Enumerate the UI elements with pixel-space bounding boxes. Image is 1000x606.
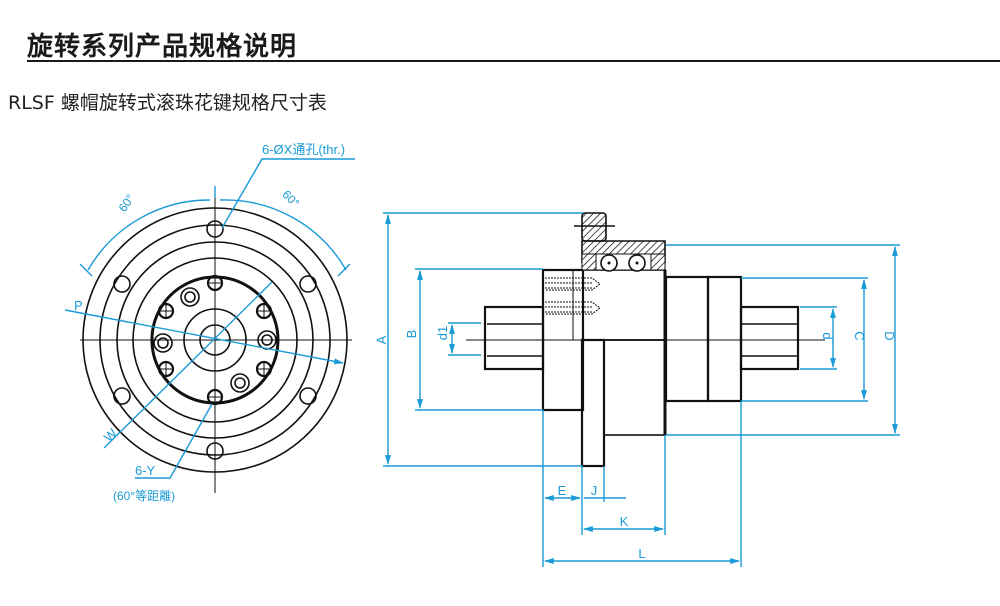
- right-ring-2: [706, 275, 743, 403]
- dimension-d1-label: d1: [435, 326, 450, 340]
- hole-y-label: 6-Y: [135, 463, 156, 478]
- dimension-k-label: K: [620, 514, 629, 529]
- angle-label-right: 60°: [279, 187, 302, 210]
- dimension-w-line: [103, 281, 273, 449]
- screw-head: [153, 333, 173, 353]
- angle-arc-right: [219, 199, 347, 271]
- angle-tick-right: [337, 263, 351, 277]
- left-shaft: [483, 305, 545, 371]
- hole-x: [299, 275, 317, 293]
- screw-head: [230, 373, 250, 393]
- hole-y-note: (60°等距離): [113, 489, 175, 503]
- angle-tick-left: [79, 263, 93, 277]
- dimension-p-line: [64, 309, 344, 365]
- screw-socket: [234, 377, 246, 389]
- hole-x: [113, 387, 131, 405]
- angle-arc-left: [87, 199, 211, 271]
- dimension-c-label: C: [852, 331, 867, 340]
- screw-socket: [157, 337, 169, 349]
- flange: [580, 338, 606, 468]
- dimension-e-label: E: [558, 483, 567, 498]
- title-divider: [27, 60, 1000, 62]
- right-ring-1: [664, 275, 710, 403]
- hole-x-label: 6-ØX通孔(thr.): [262, 142, 345, 157]
- bearing-section: [574, 212, 666, 272]
- dimension-d-outer-label: D: [882, 331, 897, 340]
- page-title: 旋转系列产品规格说明: [27, 32, 298, 62]
- bearing-collar: [581, 212, 607, 242]
- dimension-p-label: P: [74, 298, 83, 313]
- hole-x: [206, 442, 224, 460]
- front-view: 60° 60° 6-ØX通孔(thr.) P W 6-Y (60°等距離): [64, 142, 355, 503]
- hole-x: [113, 275, 131, 293]
- hole-x: [206, 220, 224, 238]
- dimension-d-label: d: [820, 332, 835, 339]
- section-subtitle: RLSF 螺帽旋转式滚珠花键规格尺寸表: [8, 92, 327, 114]
- side-view: A B d1 d C D E J: [374, 212, 900, 567]
- threaded-holes: [545, 277, 601, 315]
- screw-head: [180, 287, 200, 307]
- dimension-b-label: B: [404, 330, 419, 339]
- lower-housing: [603, 339, 666, 436]
- dimension-j-label: J: [591, 483, 598, 498]
- inner-holes: [157, 274, 273, 406]
- screw-socket: [184, 291, 196, 303]
- dimension-a-label: A: [374, 335, 389, 344]
- hole-x-leader: [221, 158, 355, 229]
- hole-x: [299, 387, 317, 405]
- outer-holes: [113, 220, 317, 460]
- hole-y-leader: [135, 403, 213, 479]
- angle-label-left: 60°: [116, 191, 138, 214]
- dimension-l-label: L: [638, 546, 645, 561]
- right-shaft: [739, 305, 800, 371]
- hole-crosshairs: [159, 276, 271, 404]
- screw-socket: [261, 334, 273, 346]
